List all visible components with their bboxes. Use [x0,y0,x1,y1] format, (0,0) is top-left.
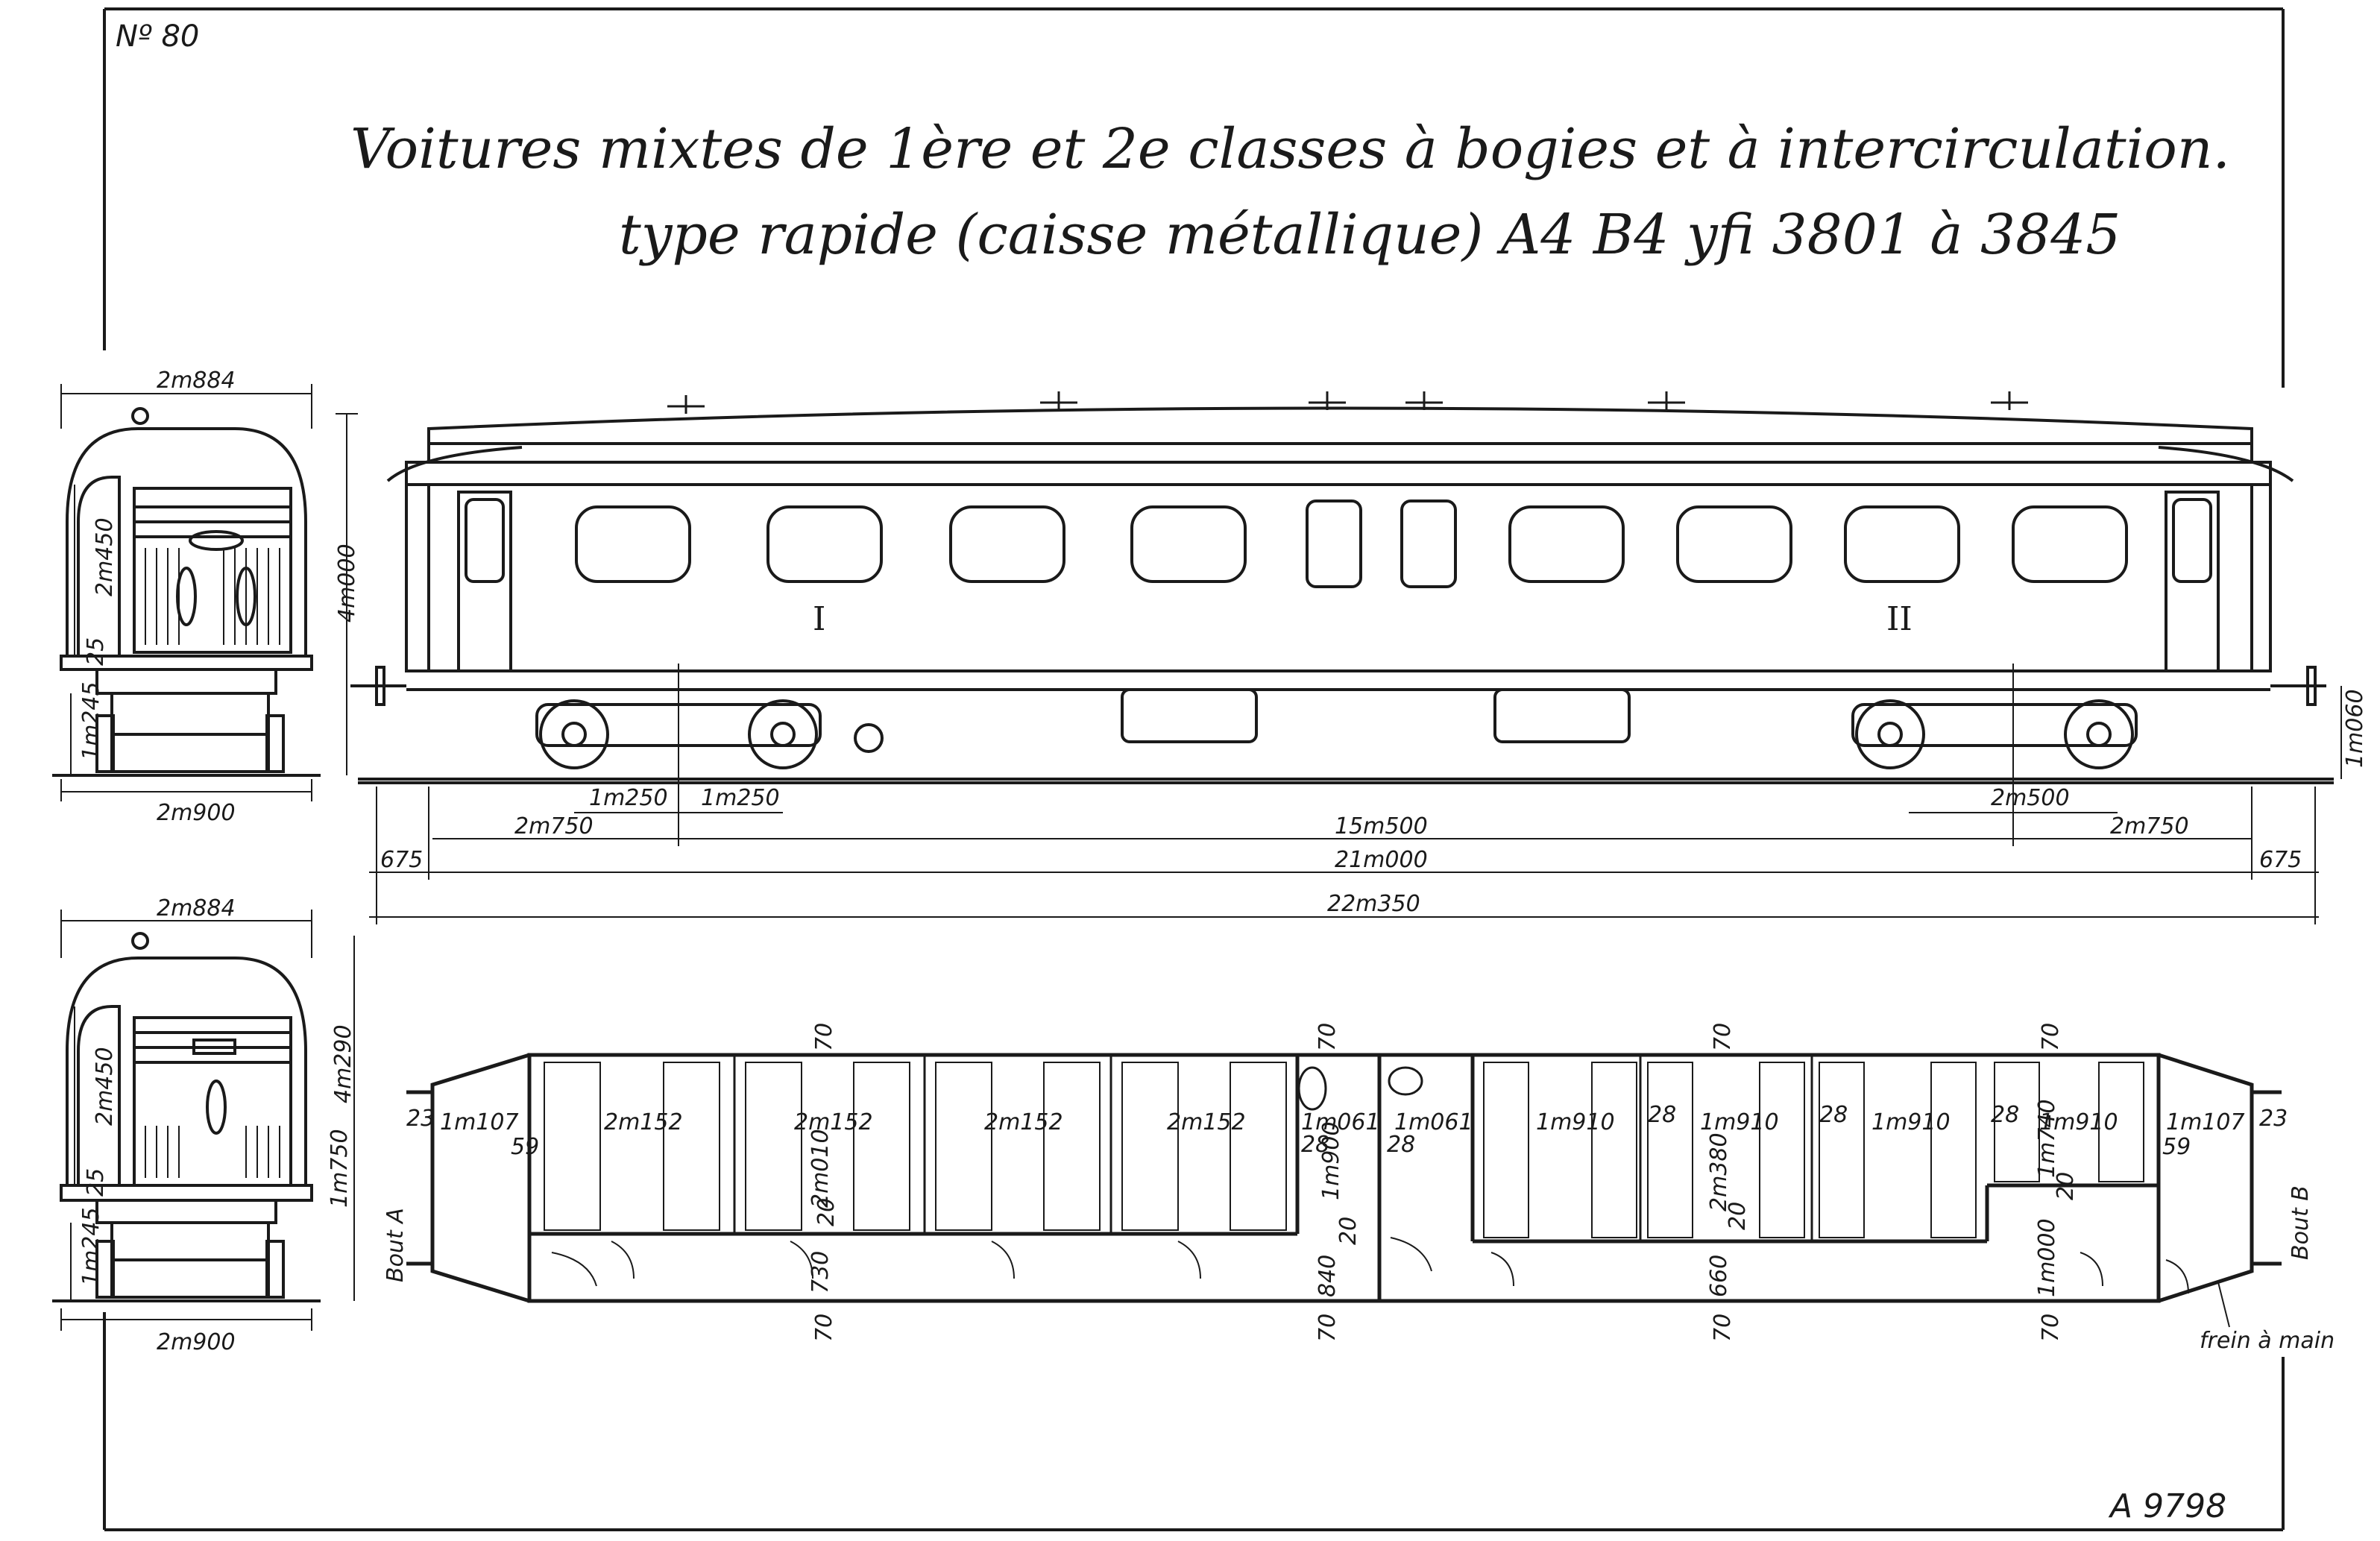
buffer-right: 675 [2259,847,2302,873]
toilet-width: 1m900 [1318,1121,1344,1200]
body-length: 21m000 [1335,847,1428,873]
partition-23-right: 23 [2259,1106,2288,1132]
partition-20-second: 20 [1725,1202,1751,1230]
compartment-second-width: 2m380 [1706,1132,1732,1211]
plan-partitions [733,1055,1813,1241]
compartment-end-width: 1m740 [2034,1099,2060,1178]
hand-brake-label: frein à main [2200,1328,2335,1354]
partition-70-end-bottom: 70 [2038,1314,2064,1342]
overall-length: 22m350 [1327,891,1420,917]
overhang-left: 2m750 [514,813,594,839]
end-top-dim-25: 25 [83,637,109,666]
partition-20-end: 20 [2053,1172,2079,1200]
end-view-section [52,932,321,1302]
partition-70-toilet-bottom: 70 [1315,1314,1341,1342]
end-top-width-top: 2m884 [157,368,236,394]
end-view-bottom-dimensions [60,910,355,1331]
toilet-left: 1m061 [1301,1109,1380,1135]
first-bay-1: 2m152 [604,1109,683,1135]
second-bay-4: 1m910 [2039,1109,2118,1135]
end-top-height-body: 2m450 [92,517,118,596]
end-bottom-height-floor: 1m245 [78,1207,104,1286]
partition-70-end: 70 [2038,1023,2064,1051]
end-bottom-height-side: 1m750 [327,1129,353,1208]
partition-70-first-bottom: 70 [811,1314,837,1342]
compartment-first-width: 2m010 [808,1129,834,1208]
plan-view [406,1053,2282,1303]
buffer-height: 1m060 [2342,689,2368,768]
plan-seats-first [544,1062,1287,1231]
end-bottom-dim-25: 25 [83,1168,109,1197]
first-bay-4: 2m152 [1167,1109,1246,1135]
partition-23-left: 23 [406,1106,435,1132]
end-bottom-height-body: 2m450 [92,1047,118,1126]
vestibule-left: 1m107 [440,1109,519,1135]
title-line-2: type rapide (caisse métallique) A4 B4 yf… [619,203,2121,267]
end-bottom-width-bottom: 2m900 [157,1329,236,1355]
partition-28-second-2: 28 [1819,1102,1848,1128]
roof-ventilators [667,391,2028,414]
partition-28-second-1: 28 [1648,1102,1676,1128]
hand-brake-leader [2217,1282,2230,1328]
partition-28-second-3: 28 [1991,1102,2019,1128]
partition-28-toilet-right: 28 [1387,1132,1415,1158]
bogie-wheelbase: 2m500 [1991,785,2070,811]
end-bottom-height-total: 4m290 [330,1024,356,1103]
end-top-height-total: 4m000 [334,543,360,623]
drawing-reference: A 9798 [2108,1487,2226,1525]
title-line-1: Voitures mixtes de 1ère et 2e classes à … [350,117,2230,181]
vestibule-right: 1m107 [2166,1109,2245,1135]
corridor-centre: 840 [1315,1255,1341,1297]
end-view-elevation [52,407,321,777]
end-a-label: Bout A [382,1208,409,1282]
plan-toilets [1297,1066,1423,1111]
partition-59-right: 59 [2162,1134,2191,1160]
side-view-dimensions [369,664,2342,924]
partition-70-second: 70 [1710,1023,1736,1051]
bogie-centres: 15m500 [1335,813,1428,839]
sheet-number: Nº 80 [116,19,199,54]
end-bottom-width-top: 2m884 [157,895,236,921]
partition-70-first: 70 [811,1023,837,1051]
corridor-second: 660 [1706,1255,1732,1297]
class-first-label: I [813,600,825,638]
first-bay-2: 2m152 [794,1109,873,1135]
partition-59-left: 59 [511,1134,539,1160]
partition-20-toilet: 20 [1335,1217,1361,1245]
overhang-right: 2m750 [2110,813,2189,839]
sheet-frame [103,7,2285,1531]
toilet-right: 1m061 [1394,1109,1473,1135]
class-second-label: II [1886,600,1912,638]
bogie-half-1: 1m250 [589,785,668,811]
bogie-half-2: 1m250 [701,785,780,811]
plan-door-swings [551,1237,2189,1294]
corridor-first: 730 [808,1251,834,1293]
plan-seats-second [1483,1062,2144,1238]
second-bay-3: 1m910 [1871,1109,1951,1135]
end-view-top-dimensions [60,384,358,801]
side-view-elevation [350,406,2334,784]
second-bay-1: 1m910 [1536,1109,1615,1135]
partition-70-second-bottom: 70 [1710,1314,1736,1342]
buffer-left: 675 [380,847,423,873]
corridor-right: 1m000 [2034,1218,2060,1297]
end-top-width-bottom: 2m900 [157,800,236,826]
second-bay-2: 1m910 [1700,1109,1779,1135]
end-b-label: Bout B [2288,1185,2314,1260]
partition-20-first: 20 [813,1198,840,1226]
first-bay-3: 2m152 [984,1109,1063,1135]
partition-70-toilet: 70 [1315,1023,1341,1051]
end-top-height-floor: 1m245 [78,681,104,760]
partition-28-toilet: 28 [1301,1132,1329,1158]
